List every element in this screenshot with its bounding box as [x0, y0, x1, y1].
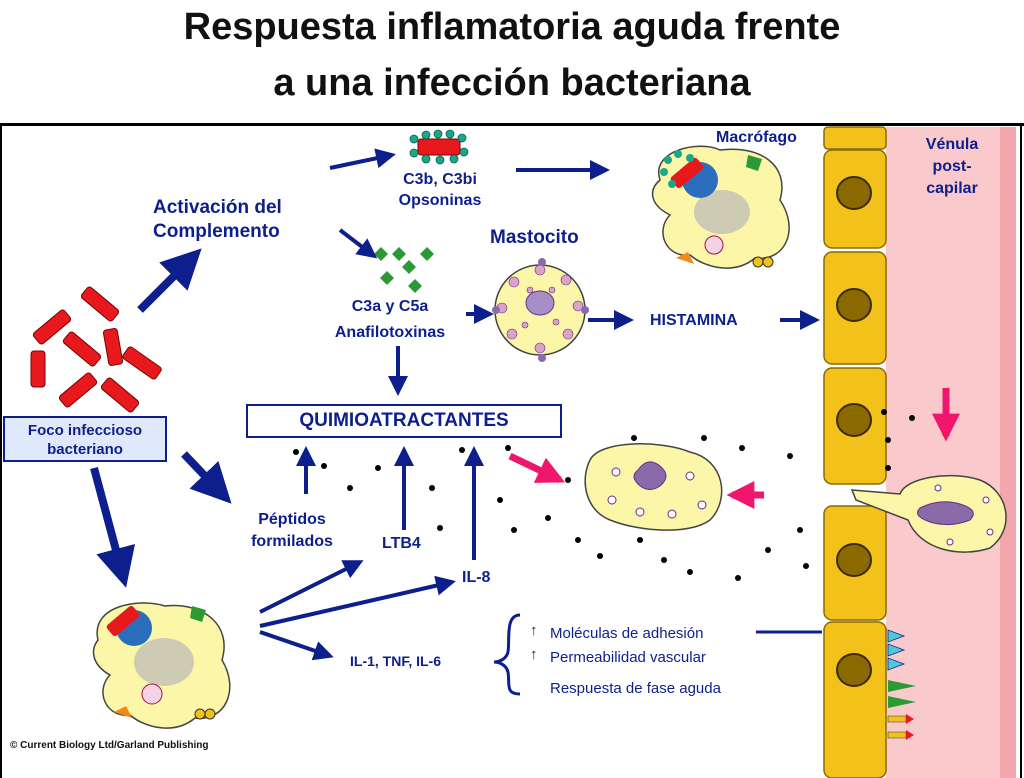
chemoattractant-drops: [293, 409, 915, 581]
title-line-2: a una infección bacteriana: [273, 62, 751, 104]
opsonized-bacterium: [409, 129, 469, 165]
credit-text: © Current Biology Ltd/Garland Publishing: [10, 740, 209, 751]
mast-cell: [492, 258, 589, 362]
foco-box: Foco infeccioso bacteriano: [3, 416, 167, 462]
quimioatractantes-box: QUIMIOATRACTANTES: [246, 404, 562, 438]
label-venula-3: capilar: [926, 180, 978, 197]
label-macrofago: Macrófago: [716, 129, 797, 146]
label-c3b-2: Opsoninas: [399, 192, 482, 209]
label-peptidos-1: Péptidos: [258, 511, 326, 528]
bacteria-cluster: [30, 286, 162, 413]
label-histamina: HISTAMINA: [650, 312, 738, 329]
curly-brace: [493, 613, 521, 696]
adhesion-molecules: [887, 629, 916, 740]
label-venula-2: post-: [932, 158, 971, 175]
label-activacion-1: Activación del: [153, 197, 282, 218]
label-activacion-2: Complemento: [153, 221, 280, 242]
label-il1: IL-1, TNF, IL-6: [350, 653, 441, 669]
diagram-frame: [0, 126, 1022, 778]
up-arrow-1: ↑: [530, 622, 538, 639]
neutrophil-tissue: [584, 443, 723, 531]
venule-lumen: [886, 127, 1016, 778]
macrophage-top: [651, 145, 790, 269]
title-underline: [0, 123, 1024, 126]
label-respuesta: Respuesta de fase aguda: [550, 680, 722, 697]
label-c3a-2: Anafilotoxinas: [335, 324, 445, 341]
foco-line-1: Foco infeccioso: [27, 422, 143, 439]
macrophage-bottom: [92, 602, 231, 729]
label-permeabilidad: Permeabilidad vascular: [550, 649, 706, 666]
neutrophil-transmigrating: [850, 474, 1007, 553]
endothelium: [823, 126, 887, 778]
anaphylatoxins: [374, 247, 434, 293]
label-c3a-1: C3a y C5a: [352, 298, 429, 315]
label-peptidos-2: formilados: [251, 533, 333, 550]
label-ltb4: LTB4: [382, 535, 421, 552]
magenta-arrows: [508, 388, 960, 509]
label-il8: IL-8: [462, 569, 491, 586]
label-c3b-1: C3b, C3bi: [403, 171, 477, 188]
label-moleculas: Moléculas de adhesión: [550, 625, 703, 642]
foco-line-2: bacteriano: [47, 441, 123, 458]
arrows: [90, 148, 822, 661]
label-venula-1: Vénula: [926, 136, 979, 153]
label-mastocito: Mastocito: [490, 227, 579, 248]
venule-lumen-edge: [1000, 127, 1016, 778]
title-line-1: Respuesta inflamatoria aguda frente: [183, 6, 841, 48]
up-arrow-2: ↑: [530, 646, 538, 663]
